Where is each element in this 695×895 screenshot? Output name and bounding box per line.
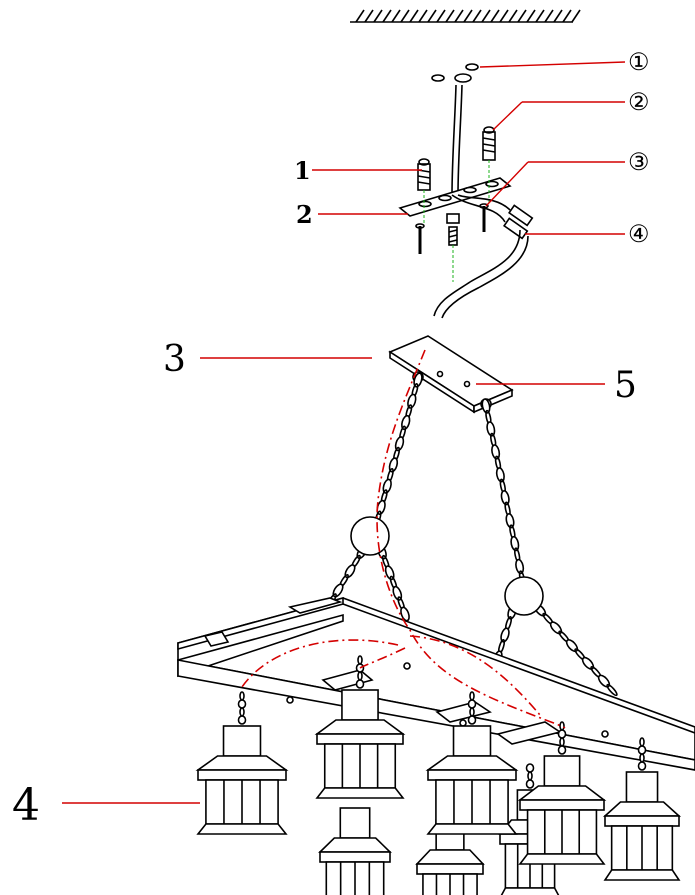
chain-link — [500, 490, 510, 506]
callout-labels: ① ② ③ ④ 1 2 3 5 4 — [12, 48, 650, 831]
label-n2: 2 — [296, 200, 313, 229]
chain-link — [515, 558, 525, 575]
lantern-shades — [195, 655, 682, 895]
chain-link — [481, 398, 491, 414]
chain-link — [510, 535, 520, 552]
mounting-hardware — [398, 63, 534, 319]
chain-link — [500, 627, 510, 643]
right-wall-anchor — [482, 126, 496, 161]
label-circ1: ① — [628, 48, 650, 76]
chain-link — [495, 467, 505, 483]
chain-upper-right — [481, 398, 526, 586]
chain-link — [400, 606, 410, 622]
lantern-back-3 — [318, 807, 392, 895]
lantern-front-1 — [195, 691, 289, 835]
screws — [415, 203, 489, 254]
wiring-branch-right — [409, 635, 541, 716]
chain-link — [486, 421, 496, 437]
chain-link — [581, 656, 595, 670]
chain-link — [505, 513, 515, 529]
wiring-branch-mid — [359, 647, 406, 669]
ceiling — [350, 9, 581, 23]
lantern-front-3 — [425, 691, 519, 835]
label-circ2: ② — [628, 88, 650, 116]
wiring-branch-left — [239, 639, 399, 691]
chain-link — [549, 621, 563, 635]
lantern-back-1 — [415, 819, 485, 895]
label-n4: 4 — [12, 780, 40, 831]
wooden-frame — [177, 596, 695, 771]
label-circ4: ④ — [628, 220, 650, 248]
decorative-balls — [350, 516, 544, 616]
lantern-front-5 — [602, 737, 682, 881]
chain-lower-left-b — [377, 544, 410, 622]
leader-lines — [62, 61, 626, 804]
left-wall-anchor — [417, 158, 431, 191]
chain-link — [565, 639, 579, 653]
lantern-front-2 — [314, 655, 406, 799]
chain-link — [597, 674, 611, 688]
lantern-front-4 — [517, 721, 607, 865]
label-n3: 3 — [163, 339, 186, 380]
chain-link — [606, 683, 618, 697]
wiring-path — [376, 349, 566, 729]
chain-link — [491, 444, 501, 460]
label-circ3: ③ — [628, 148, 650, 176]
chain-upper-left — [374, 372, 423, 526]
label-n5: 5 — [614, 365, 637, 406]
label-n1: 1 — [294, 156, 311, 185]
